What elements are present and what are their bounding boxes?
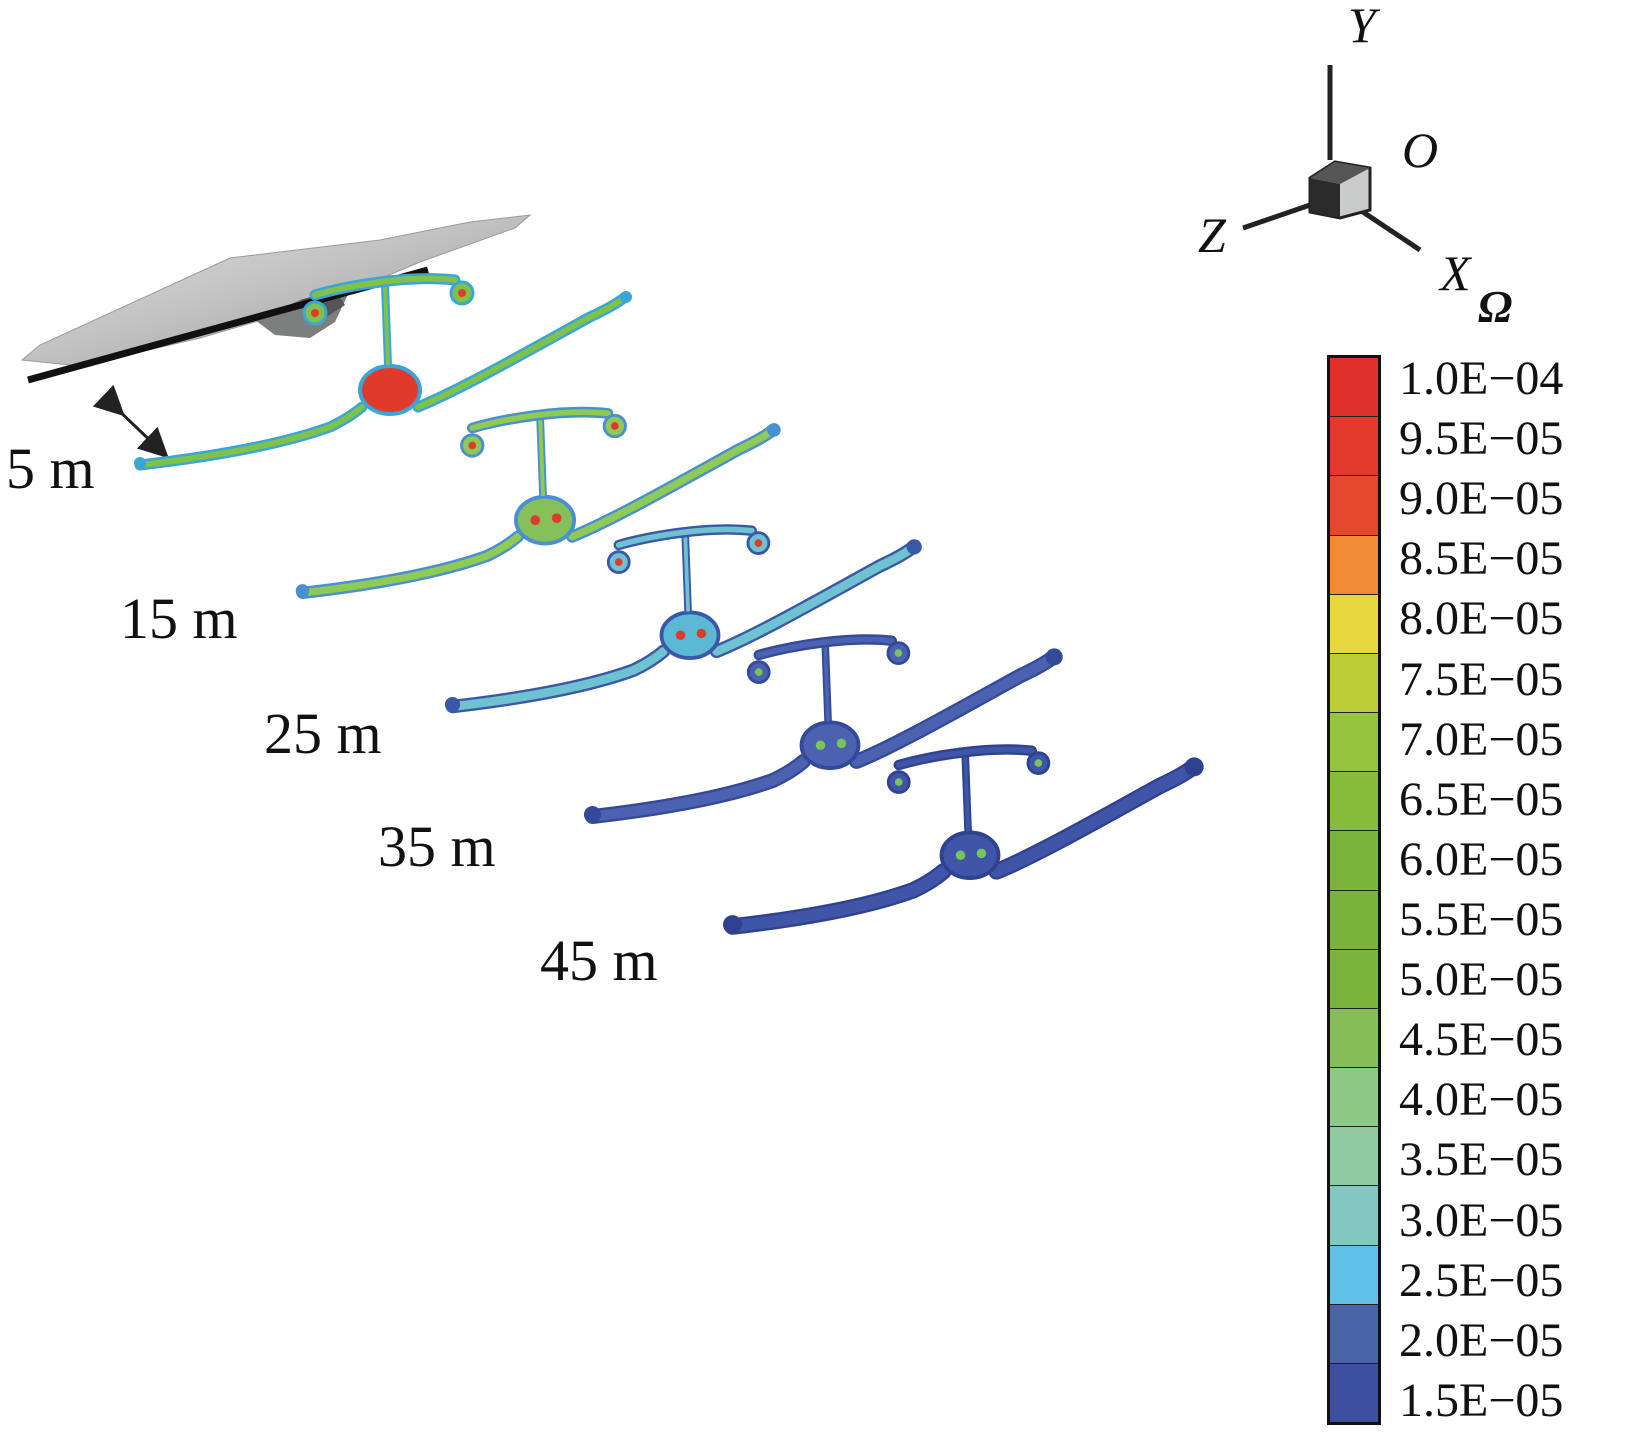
color-bar-labels: 1.0E−04 9.5E−05 9.0E−05 8.5E−05 8.0E−05 7.5E−… <box>1399 355 1563 1425</box>
color-bar-label: 7.0E−05 <box>1399 712 1564 766</box>
color-bar-label: 4.5E−05 <box>1399 1013 1564 1067</box>
vortex-slice <box>583 634 1063 825</box>
color-bar-swatch <box>1330 772 1378 832</box>
color-bar-label: 3.0E−05 <box>1399 1193 1564 1247</box>
color-bar-swatch <box>1330 1245 1378 1305</box>
color-bar-swatch <box>1330 831 1378 891</box>
color-bar-label: 9.0E−05 <box>1399 472 1564 526</box>
axis-y-label: Y <box>1348 0 1376 53</box>
color-bar-label: 9.5E−05 <box>1399 412 1564 466</box>
legend-symbol: Ω <box>1478 281 1513 332</box>
axis-triad <box>1242 65 1422 253</box>
axis-z-label: Z <box>1198 207 1226 263</box>
color-bar-label: 2.5E−05 <box>1399 1253 1564 1307</box>
color-bar-label: 1.5E−05 <box>1399 1373 1564 1427</box>
color-bar-swatch <box>1330 653 1378 714</box>
vortex-slices <box>134 273 1204 935</box>
distance-arrow <box>92 384 169 459</box>
color-bar-label: 7.5E−05 <box>1399 652 1564 706</box>
distance-label-45m: 45 m <box>540 928 658 993</box>
color-bar-swatch <box>1330 890 1378 950</box>
color-bar <box>1327 355 1381 1425</box>
distance-label-35m: 35 m <box>378 814 496 879</box>
color-bar-swatch <box>1330 1127 1378 1187</box>
color-bar-label: 8.5E−05 <box>1399 532 1564 586</box>
axis-x-label: X <box>1440 245 1471 301</box>
color-bar-label: 2.0E−05 <box>1399 1313 1564 1367</box>
color-bar-swatch <box>1330 1304 1378 1364</box>
color-bar-label: 8.0E−05 <box>1399 592 1564 646</box>
color-bar-swatch <box>1330 1068 1378 1128</box>
color-bar-label: 4.0E−05 <box>1399 1073 1564 1127</box>
vortex-slice <box>444 524 922 714</box>
color-bar-swatch <box>1330 594 1378 654</box>
distance-label-25m: 25 m <box>264 701 382 766</box>
color-bar-label: 6.5E−05 <box>1399 772 1564 826</box>
color-bar-label: 6.0E−05 <box>1399 832 1564 886</box>
color-bar-swatch <box>1330 476 1378 536</box>
vortex-slice <box>295 406 781 600</box>
axis-origin-label: O <box>1402 122 1439 178</box>
color-bar-swatch <box>1330 713 1378 773</box>
color-bar-swatch <box>1330 358 1378 418</box>
distance-label-5m: 5 m <box>6 436 95 501</box>
color-bar-swatch <box>1330 1363 1378 1423</box>
color-bar-label: 1.0E−04 <box>1399 352 1564 405</box>
distance-label-15m: 15 m <box>120 586 238 651</box>
vortex-slice <box>134 273 632 471</box>
color-bar-swatch <box>1330 949 1378 1009</box>
vortex-slice <box>723 744 1204 935</box>
color-bar-swatch <box>1330 417 1378 477</box>
color-bar-label: 5.5E−05 <box>1399 892 1564 946</box>
color-bar-swatch <box>1330 535 1378 595</box>
color-bar-swatch <box>1330 1186 1378 1246</box>
color-bar-label: 5.0E−05 <box>1399 953 1564 1007</box>
color-bar-swatch <box>1330 1008 1378 1069</box>
color-bar-label: 3.5E−05 <box>1399 1133 1564 1187</box>
